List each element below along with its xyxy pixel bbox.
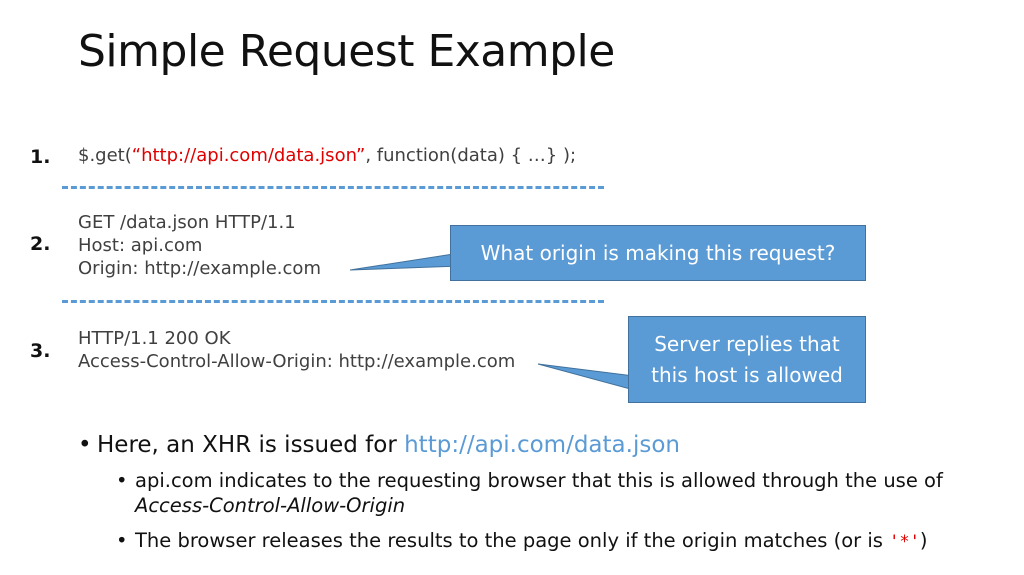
sub-bullet-end: ) [919, 529, 928, 552]
sub-bullet-origin-match: • The browser releases the results to th… [116, 528, 998, 555]
status-line: HTTP/1.1 200 OK [78, 328, 231, 349]
bullet-text: Here, an XHR is issued for [97, 432, 405, 458]
bullet-dot: • [78, 432, 92, 458]
request-line: GET /data.json HTTP/1.1 [78, 212, 296, 233]
server-callout-pointer [537, 363, 635, 391]
step-number-2: 2. [30, 233, 51, 255]
code-prefix: $.get( [78, 145, 132, 166]
step-3-response: HTTP/1.1 200 OK Access-Control-Allow-Ori… [78, 327, 515, 373]
sub-bullet-allowed: • api.com indicates to the requesting br… [116, 468, 998, 518]
slide-title: Simple Request Example [78, 26, 615, 77]
origin-callout-pointer [349, 252, 461, 271]
wildcard-code: '*' [889, 532, 920, 552]
server-reply-line-1: Server replies that [654, 331, 840, 356]
code-suffix: , function(data) { …} ); [365, 145, 577, 166]
header-name-italic: Access-Control-Allow-Origin [135, 494, 406, 517]
sub-bullet-text: api.com indicates to the requesting brow… [135, 469, 943, 492]
bullet-list: • Here, an XHR is issued for http://api.… [78, 432, 998, 555]
origin-header: Origin: http://example.com [78, 258, 321, 279]
step-1-code: $.get(“http://api.com/data.json”, functi… [78, 144, 576, 167]
bullet-xhr-issued: • Here, an XHR is issued for http://api.… [78, 432, 998, 458]
step-2-request: GET /data.json HTTP/1.1 Host: api.com Or… [78, 211, 321, 280]
origin-question-text: What origin is making this request? [480, 240, 836, 265]
allow-origin-header: Access-Control-Allow-Origin: http://exam… [78, 351, 516, 372]
step-number-1: 1. [30, 146, 51, 168]
code-url-string: “http://api.com/data.json” [131, 145, 366, 166]
sub-bullet-dot: • [116, 529, 128, 552]
sub-bullet-dot: • [116, 469, 128, 492]
sub-bullet-text: The browser releases the results to the … [135, 529, 890, 552]
server-reply-line-2: this host is allowed [651, 362, 843, 387]
step-divider-2 [62, 300, 604, 303]
server-reply-callout: Server replies that this host is allowed [628, 316, 866, 403]
step-divider-1 [62, 186, 604, 189]
host-header: Host: api.com [78, 235, 203, 256]
api-url-link[interactable]: http://api.com/data.json [404, 432, 680, 458]
step-number-3: 3. [30, 340, 51, 362]
origin-question-callout: What origin is making this request? [450, 225, 866, 281]
